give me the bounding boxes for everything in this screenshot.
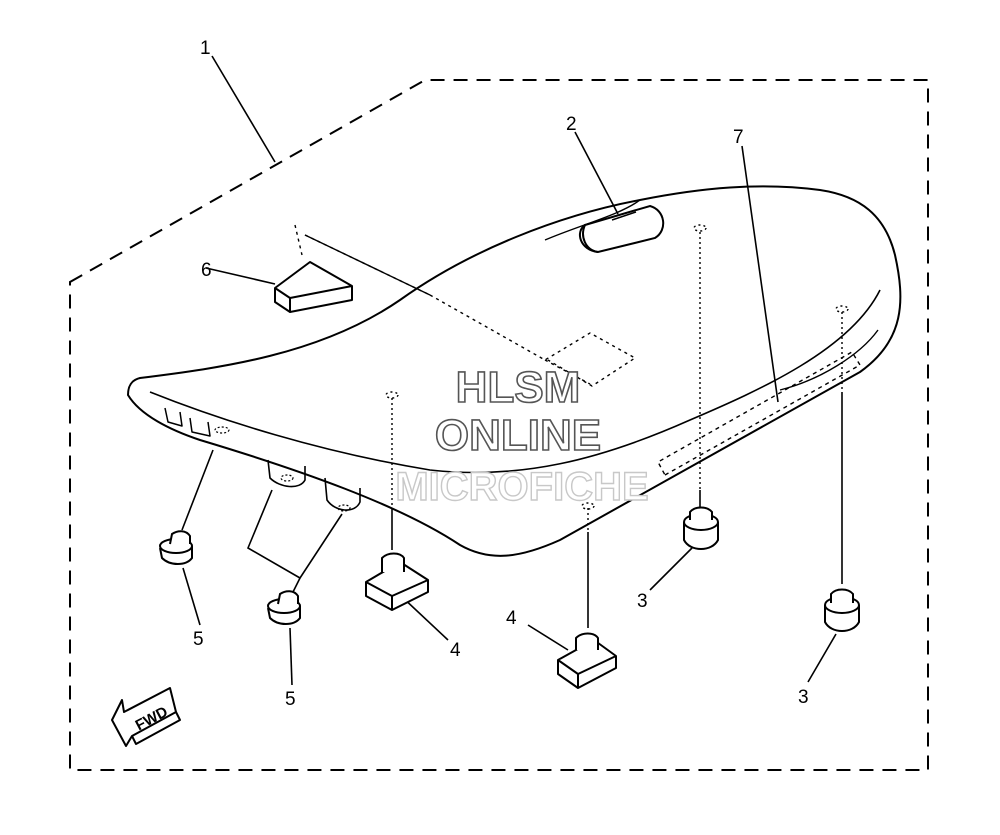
watermark-line-3: MICROFICHE <box>395 465 648 509</box>
watermark-line-2: ONLINE <box>435 411 601 460</box>
part-3-damper-b <box>824 588 860 632</box>
callout-3b: 3 <box>798 687 809 708</box>
part-6-guide-solid <box>304 234 431 296</box>
part-4-bracket-a <box>365 552 429 611</box>
part-2-strap <box>578 204 665 254</box>
callout-6: 6 <box>201 260 212 281</box>
part-5-cushion-b <box>267 590 301 625</box>
seat <box>127 185 902 557</box>
part-7-strip <box>657 351 861 476</box>
part-6-guide <box>294 224 637 387</box>
callout-1: 1 <box>200 38 211 59</box>
part-4-bracket-b <box>557 632 617 689</box>
leader-lines <box>181 55 843 686</box>
callout-7: 7 <box>733 127 744 148</box>
part-3-damper-a <box>683 506 719 550</box>
callout-5a: 5 <box>193 629 204 650</box>
callout-3a: 3 <box>637 591 648 612</box>
watermark-line-1: HLSM <box>456 363 581 412</box>
callout-4a: 4 <box>450 640 461 661</box>
part-5-cushion-a <box>159 530 193 565</box>
callout-5b: 5 <box>285 689 296 710</box>
fwd-arrow-icon <box>111 687 181 747</box>
assembly-boundary <box>69 79 929 771</box>
callout-2: 2 <box>566 114 577 135</box>
watermark: HLSM ONLINE MICROFICHE <box>395 362 650 510</box>
callout-numbers: 1 2 7 6 5 5 4 4 3 3 <box>193 38 809 710</box>
dotted-guides <box>385 224 849 532</box>
part-6-block <box>274 261 353 313</box>
callout-4b: 4 <box>506 608 517 629</box>
